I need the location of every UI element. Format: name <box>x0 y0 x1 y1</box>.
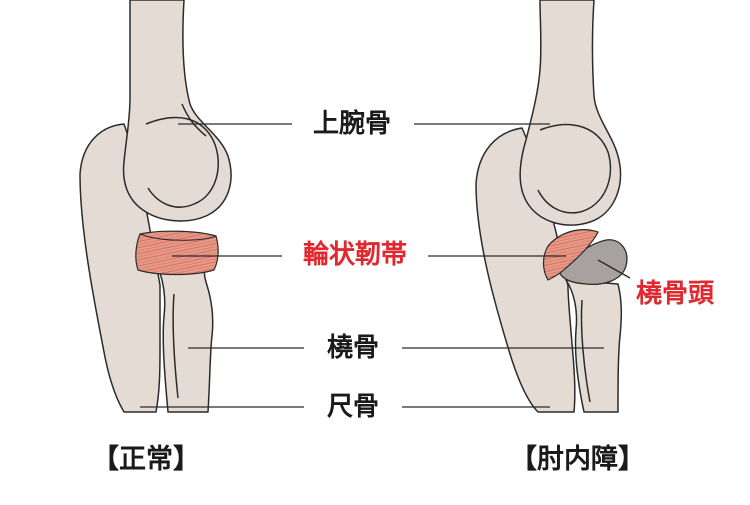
normal-trochlea-contour <box>145 116 219 208</box>
pulled-radius-bone <box>565 279 623 413</box>
caption-pulled-elbow: 【肘内障】 <box>510 444 645 475</box>
normal-radius-bone <box>157 267 214 413</box>
normal-ligament-top-edge <box>139 233 217 241</box>
normal-annular-ligament <box>135 230 219 276</box>
normal-humerus-bone <box>122 0 232 222</box>
label-annular-ligament: 輪状靭帯 <box>302 240 408 270</box>
leader-radial-head <box>597 259 631 279</box>
normal-elbow <box>79 0 232 413</box>
label-ulna: 尺骨 <box>326 392 380 422</box>
label-humerus: 上腕骨 <box>312 109 392 139</box>
pulled-radial-head <box>557 239 628 286</box>
label-radial-head: 橈骨頭 <box>636 279 715 309</box>
normal-condyle-contour <box>181 103 207 137</box>
pulled-humerus-bone <box>519 0 622 226</box>
pulled-radius-contour <box>580 299 591 403</box>
normal-radius-contour <box>172 293 179 399</box>
pulled-annular-ligament <box>542 229 599 281</box>
pulled-elbow <box>475 0 628 413</box>
pulled-trochlea-contour <box>537 123 612 214</box>
leader-lines <box>140 123 631 408</box>
caption-normal: 【正常】 <box>92 444 200 475</box>
label-radius: 橈骨 <box>326 333 380 363</box>
pulled-ulna-bone <box>475 127 576 413</box>
